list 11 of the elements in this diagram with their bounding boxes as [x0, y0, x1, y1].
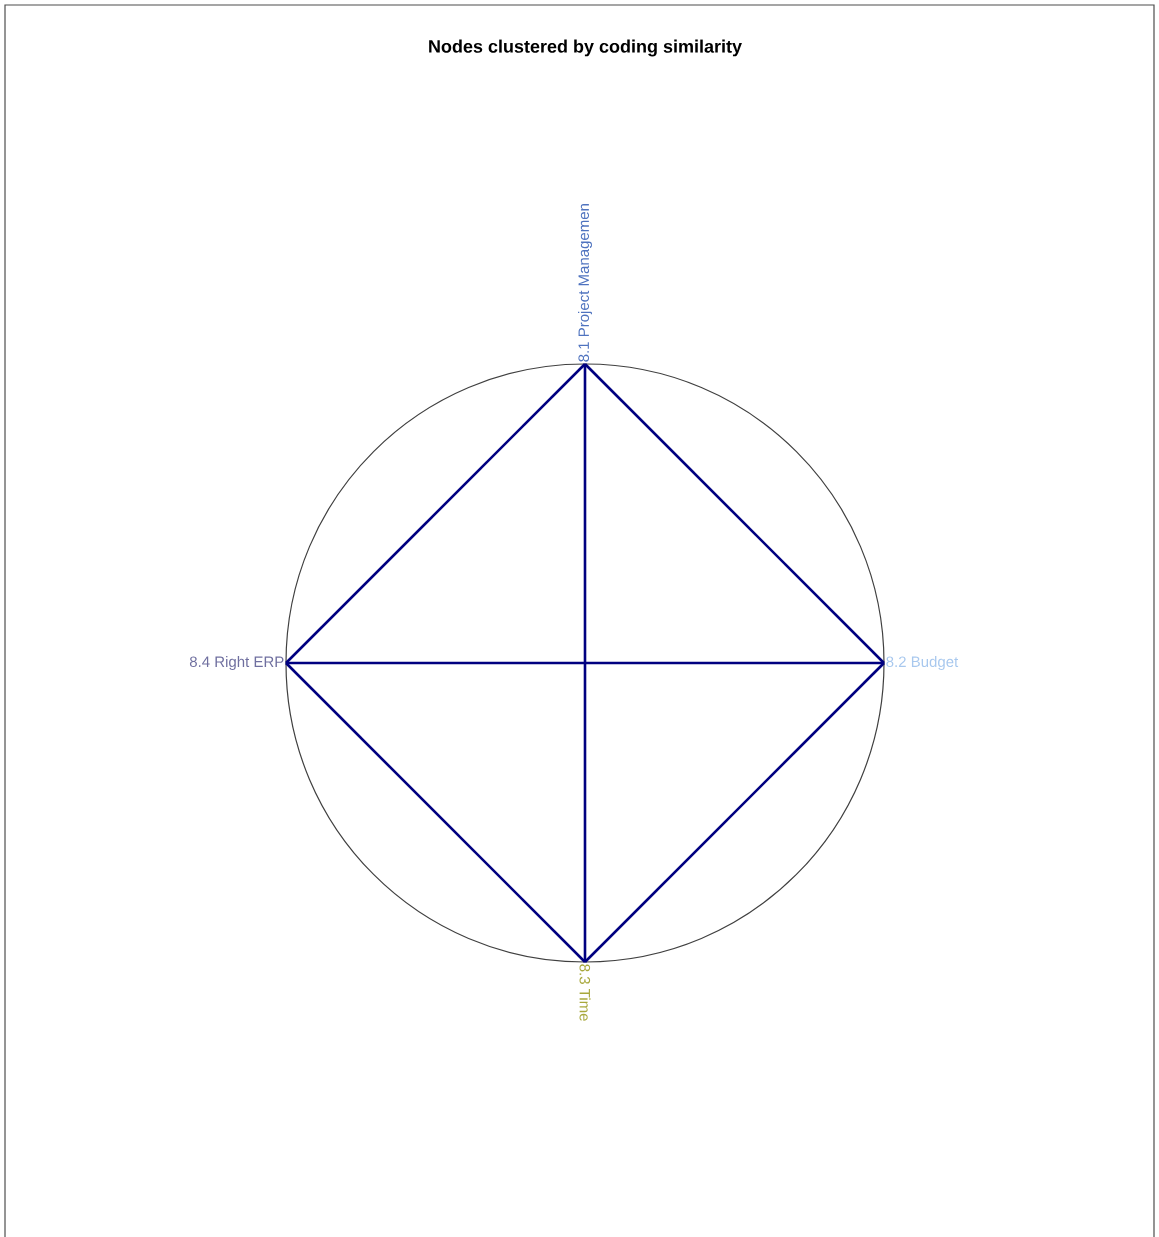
connector-line: [285, 662, 586, 963]
connector-line: [286, 661, 884, 665]
connector-line: [584, 363, 885, 664]
title: Nodes clustered by coding similarity: [429, 39, 742, 57]
node-label: 8.2 Budget: [886, 656, 959, 670]
node-label: 8.4 Right ERP: [189, 656, 284, 670]
connector-line: [584, 662, 885, 963]
node-label: 8.1 Project Managemen: [578, 204, 592, 362]
node-label: 8.3 Time: [579, 964, 591, 1021]
connector-line: [583, 364, 587, 962]
connector-line: [285, 363, 586, 664]
